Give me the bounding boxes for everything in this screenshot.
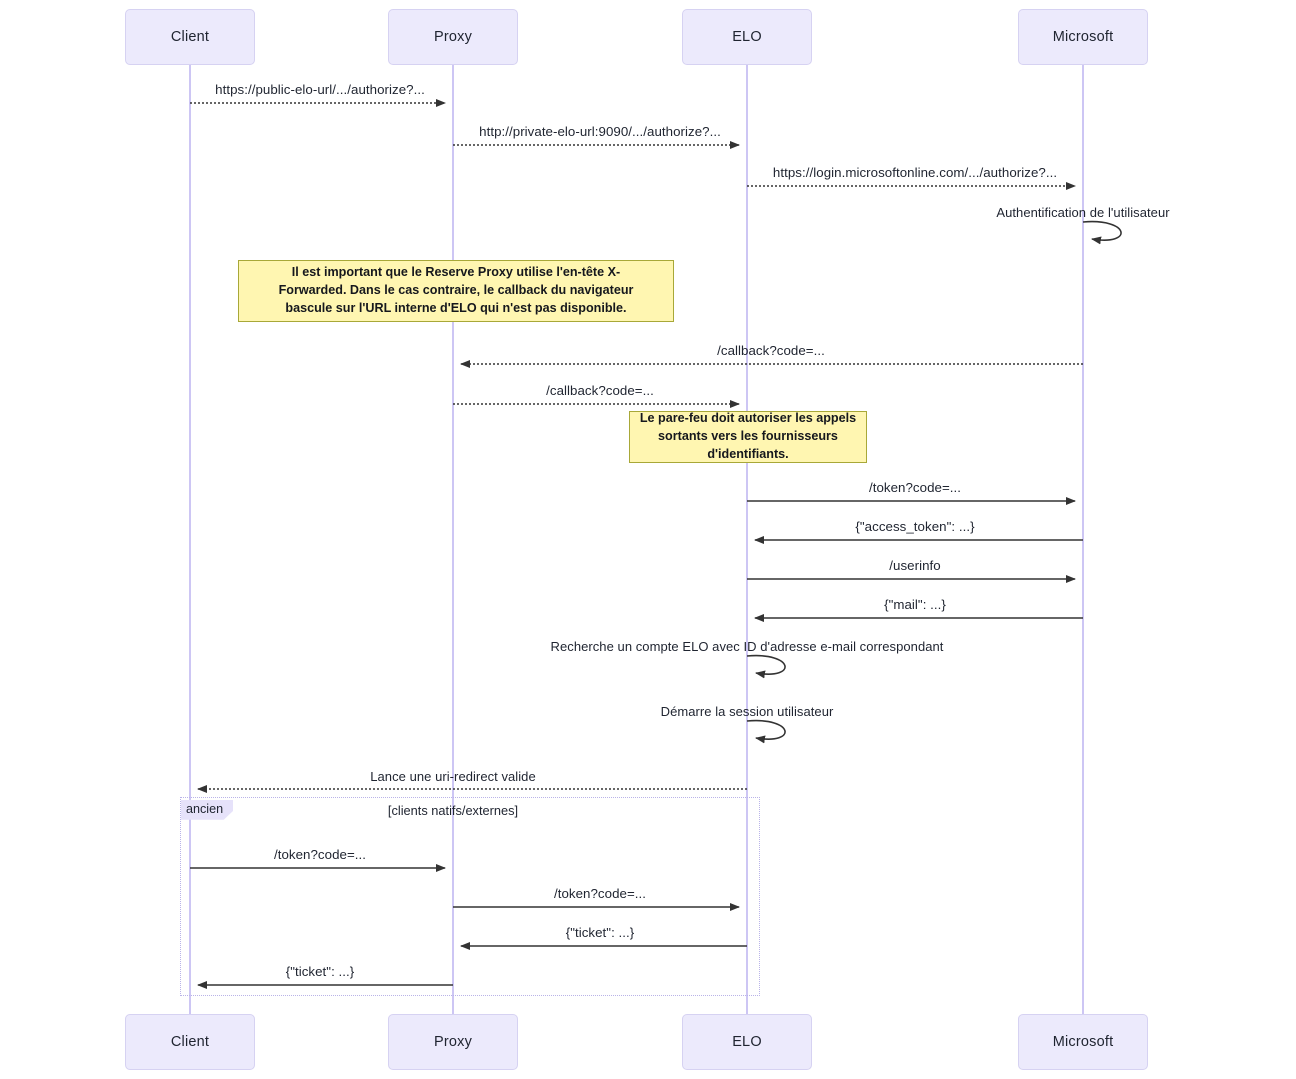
note-text: Le pare-feu doit autoriser les appels so…	[640, 410, 856, 464]
participant-microsoft-top[interactable]: Microsoft	[1018, 9, 1148, 65]
note-line-3: bascule sur l'URL interne d'ELO qui n'es…	[285, 300, 627, 315]
note-firewall: Le pare-feu doit autoriser les appels so…	[629, 411, 867, 463]
fragment-condition: [clients natifs/externes]	[387, 803, 519, 818]
participant-label: ELO	[732, 1034, 762, 1050]
message-label-m17: {"ticket": ...}	[285, 964, 355, 979]
participant-label: ELO	[732, 29, 762, 45]
participant-elo-bottom[interactable]: ELO	[682, 1014, 812, 1070]
message-label-m15: /token?code=...	[553, 886, 647, 901]
participant-client-bottom[interactable]: Client	[125, 1014, 255, 1070]
message-label-m16: {"ticket": ...}	[565, 925, 635, 940]
participant-label: Microsoft	[1052, 1034, 1114, 1050]
participant-label: Client	[170, 1034, 210, 1050]
message-label-m14: /token?code=...	[273, 847, 367, 862]
participant-microsoft-bottom[interactable]: Microsoft	[1018, 1014, 1148, 1070]
message-label-m5: /callback?code=...	[717, 343, 825, 358]
note-line-3: d'identifiants.	[707, 446, 789, 461]
note-text: Il est important que le Reserve Proxy ut…	[279, 264, 634, 318]
message-arrows	[190, 99, 1122, 989]
participant-client-top[interactable]: Client	[125, 9, 255, 65]
participant-proxy-top[interactable]: Proxy	[388, 9, 518, 65]
fragment-tag: ancien	[181, 800, 234, 820]
note-line-2: Forwarded. Dans le cas contraire, le cal…	[278, 283, 634, 298]
message-label-m4: Authentification de l'utilisateur	[996, 205, 1170, 220]
message-label-m7: /token?code=...	[868, 480, 962, 495]
message-label-m9: /userinfo	[889, 558, 941, 573]
participant-label: Client	[170, 29, 210, 45]
fragment-opt-legacy	[180, 797, 760, 996]
message-label-m3: https://login.microsoftonline.com/.../au…	[772, 165, 1058, 180]
note-reverse-proxy: Il est important que le Reserve Proxy ut…	[238, 260, 674, 322]
participant-label: Proxy	[433, 1034, 473, 1050]
message-label-m12: Démarre la session utilisateur	[660, 704, 834, 719]
participant-proxy-bottom[interactable]: Proxy	[388, 1014, 518, 1070]
note-line-1: Le pare-feu doit autoriser les appels	[639, 411, 857, 426]
note-line-1: Il est important que le Reserve Proxy ut…	[291, 265, 621, 280]
message-label-m8: {"access_token": ...}	[855, 519, 975, 534]
participant-elo-top[interactable]: ELO	[682, 9, 812, 65]
message-label-m6: /callback?code=...	[546, 383, 654, 398]
participant-label: Proxy	[433, 29, 473, 45]
message-label-m13: Lance une uri-redirect valide	[370, 769, 536, 784]
message-label-m2: http://private-elo-url:9090/.../authoriz…	[479, 124, 721, 139]
arrow-m12-selfloop	[746, 719, 786, 744]
participant-label: Microsoft	[1052, 29, 1114, 45]
arrow-m4-selfloop	[1082, 220, 1122, 245]
arrow-m11-selfloop	[746, 654, 786, 679]
message-label-m1: https://public-elo-url/.../authorize?...	[215, 82, 425, 97]
message-label-m10: {"mail": ...}	[884, 597, 946, 612]
message-label-m11: Recherche un compte ELO avec ID d'adress…	[550, 639, 944, 654]
note-line-2: sortants vers les fournisseurs	[658, 429, 838, 444]
